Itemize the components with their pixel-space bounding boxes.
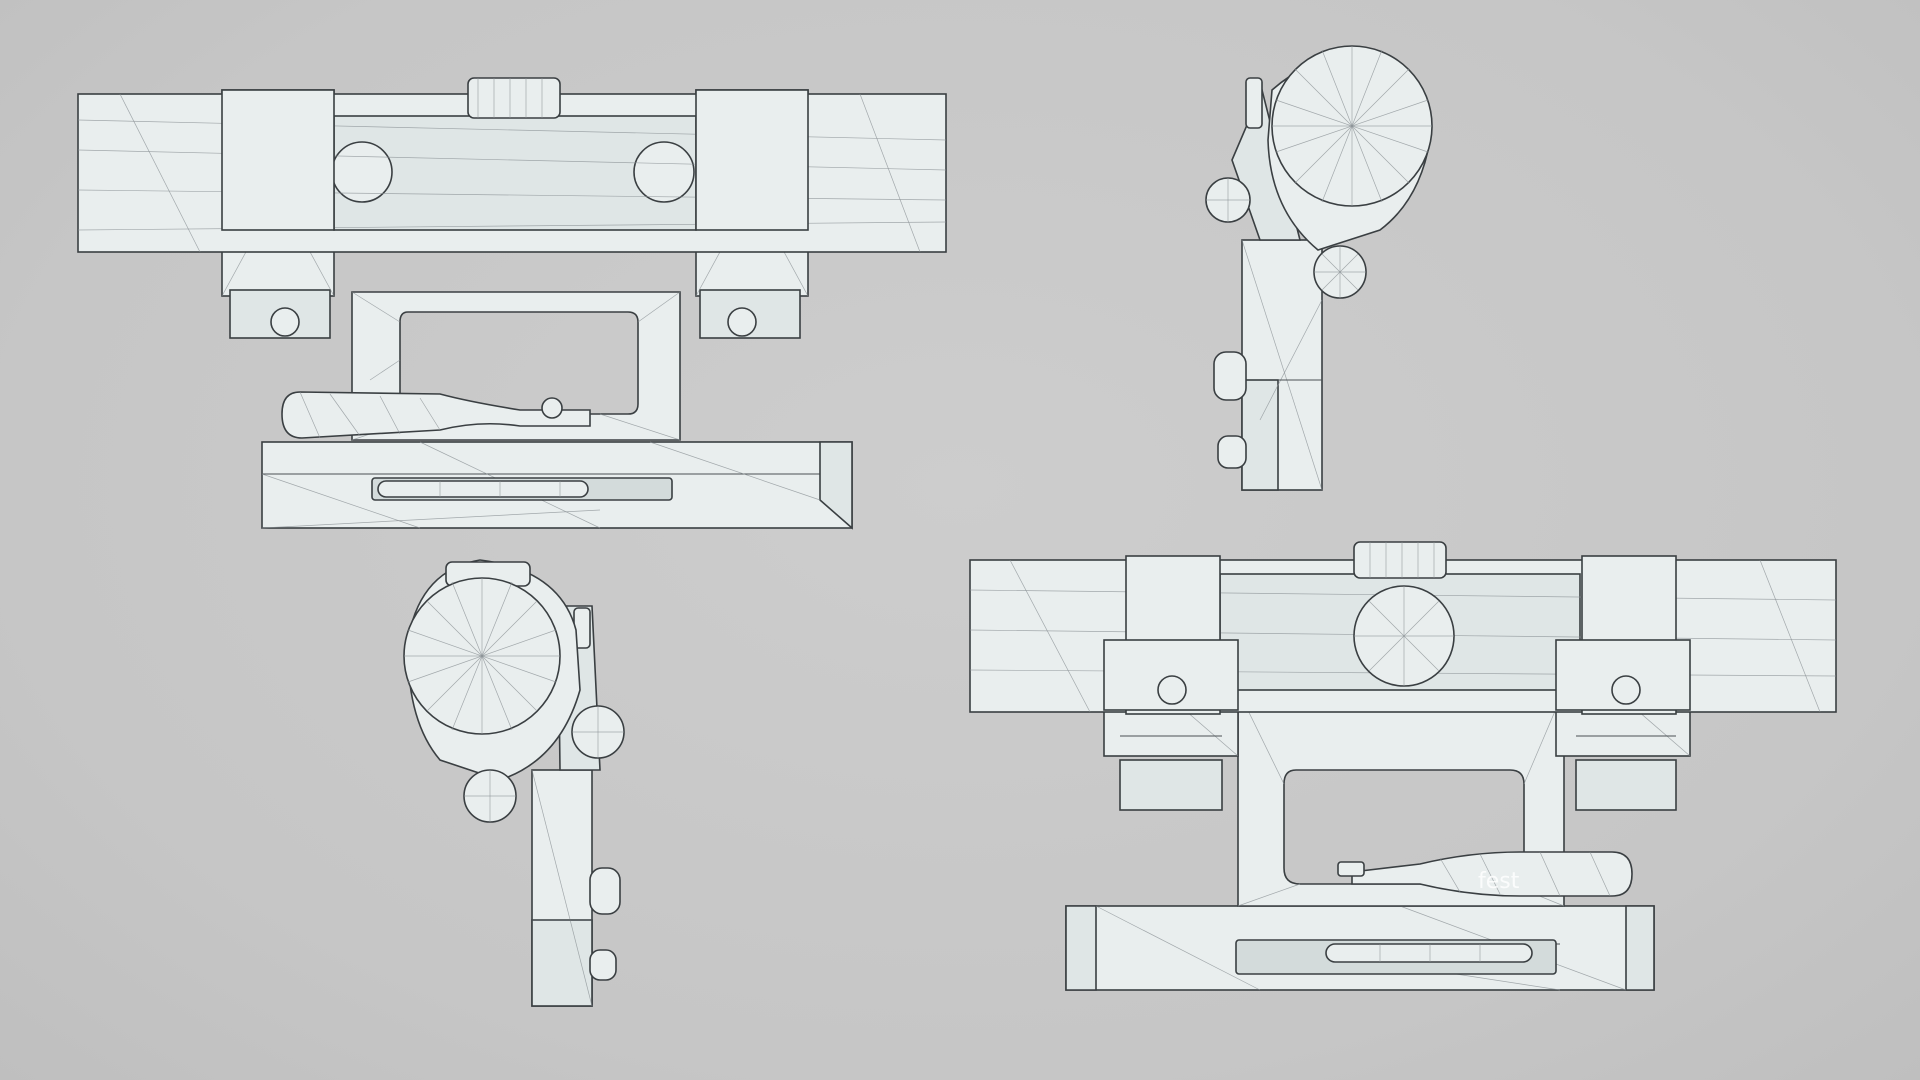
elevation-turret-knob-2[interactable] xyxy=(1353,541,1447,579)
rear-adjust-knob-bottom[interactable] xyxy=(463,769,517,823)
locking-lever[interactable] xyxy=(281,391,591,439)
locking-lever-2[interactable]: fest xyxy=(1337,851,1633,897)
rear-adjust-knob-right[interactable] xyxy=(571,705,625,759)
rear-eyepiece-lens xyxy=(403,559,581,781)
rail-slot-2 xyxy=(1235,939,1557,975)
mount-base-rail xyxy=(261,441,853,530)
front-side-screws[interactable] xyxy=(1213,351,1247,469)
elevation-turret-knob[interactable] xyxy=(467,77,561,119)
side-view-right: fest xyxy=(969,541,1837,991)
front-view xyxy=(1205,45,1433,491)
rear-mount-post xyxy=(531,769,593,1007)
rear-view xyxy=(403,559,625,1007)
rear-side-screws[interactable] xyxy=(589,867,621,981)
lever-engraving: fest xyxy=(1478,869,1520,894)
scope-tube xyxy=(77,89,947,253)
front-adjust-knob-right[interactable] xyxy=(1313,245,1367,299)
front-adjust-knob-left[interactable] xyxy=(1205,177,1251,223)
rail-slot xyxy=(371,477,673,501)
front-objective-lens xyxy=(1267,45,1433,251)
windage-turret-knob[interactable] xyxy=(1353,585,1455,687)
side-view-left xyxy=(77,77,947,530)
front-mount-post xyxy=(1241,239,1323,491)
